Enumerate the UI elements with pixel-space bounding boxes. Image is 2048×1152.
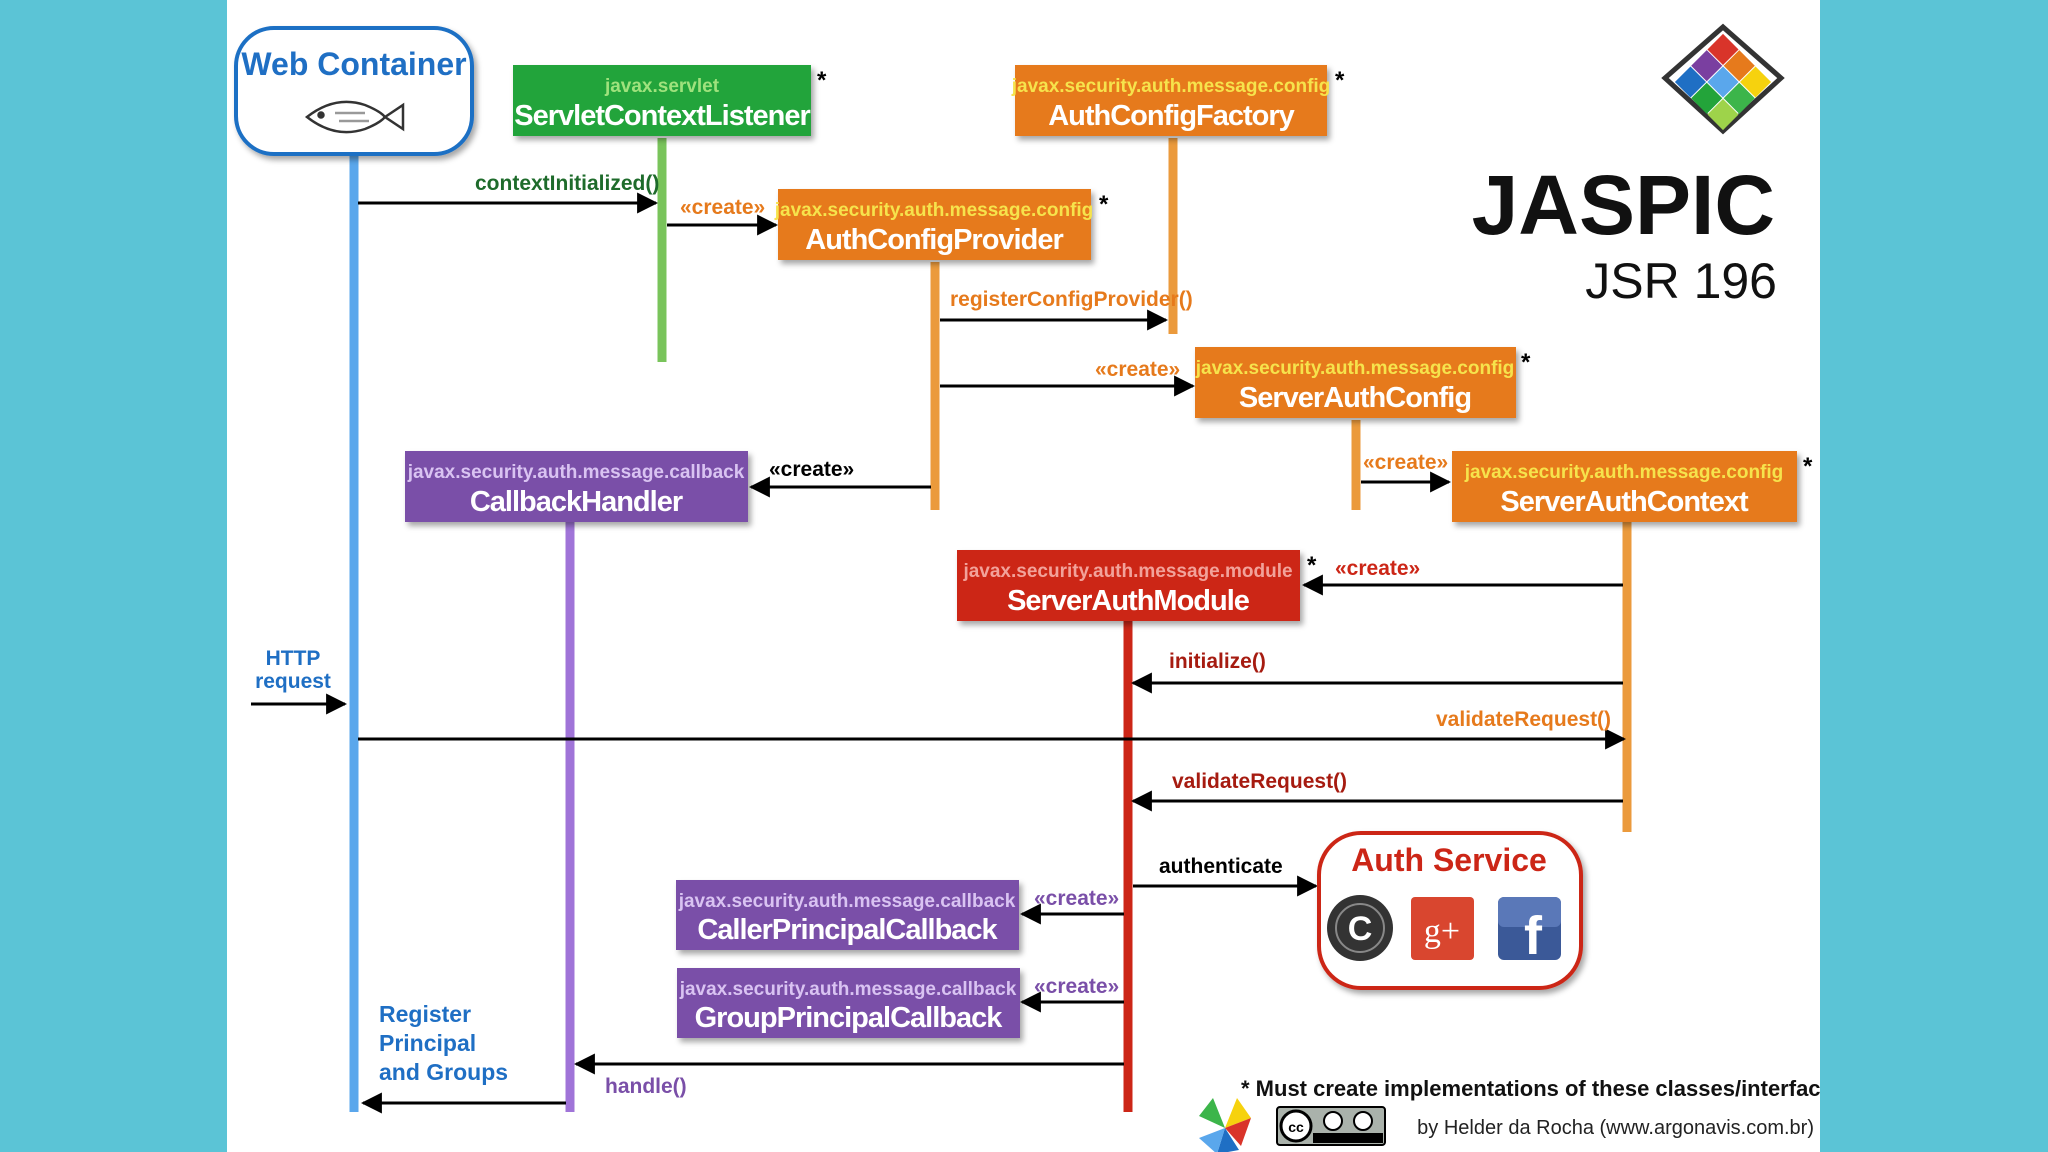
- box-group-principal-callback: javax.security.auth.message.callback Gro…: [677, 968, 1020, 1038]
- label-create-server-auth-module: «create»: [1335, 557, 1420, 580]
- pkg-auth-config-factory: javax.security.auth.message.config: [1011, 76, 1331, 97]
- name-caller-principal-callback: CallerPrincipalCallback: [697, 914, 998, 946]
- label-context-initialized: contextInitialized(): [475, 172, 659, 195]
- auth-service-title: Auth Service: [1351, 842, 1547, 878]
- box-server-auth-config: javax.security.auth.message.config Serve…: [1195, 347, 1531, 418]
- label-register-line2: Principal: [379, 1030, 476, 1056]
- mark-server-auth-module: *: [1307, 552, 1317, 579]
- box-caller-principal-callback: javax.security.auth.message.callback Cal…: [676, 880, 1019, 950]
- web-container-label: Web Container: [241, 46, 466, 82]
- label-create-server-auth-config: «create»: [1095, 358, 1180, 381]
- box-callback-handler: javax.security.auth.message.callback Cal…: [405, 451, 748, 522]
- mark-server-auth-context: *: [1803, 453, 1813, 480]
- pkg-server-auth-module: javax.security.auth.message.module: [962, 561, 1292, 582]
- mark-auth-config-provider: *: [1099, 191, 1109, 218]
- openid-icon: C: [1327, 895, 1393, 961]
- label-create-provider: «create»: [680, 196, 765, 219]
- label-http-request-line1: HTTP: [266, 647, 321, 670]
- jaspic-cube-logo: [1661, 23, 1785, 135]
- name-auth-config-factory: AuthConfigFactory: [1048, 100, 1294, 132]
- label-create-callback-handler: «create»: [769, 458, 854, 481]
- name-server-auth-context: ServerAuthContext: [1500, 486, 1749, 518]
- cc-by-sa-icon: cc: [1276, 1106, 1386, 1146]
- mark-auth-config-factory: *: [1335, 67, 1345, 94]
- pkg-caller-principal-callback: javax.security.auth.message.callback: [678, 891, 1016, 912]
- name-group-principal-callback: GroupPrincipalCallback: [695, 1002, 1004, 1034]
- svg-text:f: f: [1524, 906, 1543, 966]
- name-servlet-context-listener: ServletContextListener: [514, 100, 810, 132]
- label-http-request-line2: request: [255, 670, 331, 693]
- box-auth-config-provider: javax.security.auth.message.config AuthC…: [774, 189, 1109, 260]
- name-server-auth-module: ServerAuthModule: [1007, 585, 1250, 617]
- web-container-box: Web Container: [234, 26, 474, 156]
- facebook-icon: f: [1498, 897, 1561, 966]
- mark-servlet-context-listener: *: [817, 67, 827, 94]
- label-handle: handle(): [605, 1075, 687, 1098]
- box-server-auth-context: javax.security.auth.message.config Serve…: [1452, 451, 1813, 522]
- label-register-line3: and Groups: [379, 1059, 508, 1085]
- google-plus-icon: g+: [1411, 897, 1474, 960]
- lifelines: [349, 138, 1632, 1112]
- auth-service-box: Auth Service C g+ f: [1317, 831, 1583, 990]
- pkg-server-auth-context: javax.security.auth.message.config: [1464, 462, 1784, 483]
- title-main: JASPIC: [1472, 158, 1775, 252]
- name-auth-config-provider: AuthConfigProvider: [805, 224, 1063, 256]
- name-server-auth-config: ServerAuthConfig: [1239, 382, 1471, 414]
- label-create-group-principal: «create»: [1034, 975, 1119, 998]
- svg-text:g+: g+: [1424, 913, 1460, 950]
- svg-text:C: C: [1348, 910, 1373, 948]
- svg-text:cc: cc: [1288, 1119, 1304, 1135]
- label-create-server-auth-context: «create»: [1363, 451, 1448, 474]
- label-authenticate: authenticate: [1159, 855, 1283, 878]
- label-initialize: initialize(): [1169, 650, 1266, 673]
- box-server-auth-module: javax.security.auth.message.module Serve…: [957, 550, 1317, 621]
- label-register-line1: Register: [379, 1001, 471, 1027]
- glassfish-icon: [304, 100, 405, 134]
- label-validate-request-1: validateRequest(): [1436, 708, 1611, 731]
- message-arrows: [251, 192, 1627, 1114]
- name-callback-handler: CallbackHandler: [470, 486, 683, 518]
- pkg-callback-handler: javax.security.auth.message.callback: [407, 462, 745, 483]
- box-auth-config-factory: javax.security.auth.message.config AuthC…: [1011, 65, 1345, 136]
- mark-server-auth-config: *: [1521, 349, 1531, 376]
- pkg-auth-config-provider: javax.security.auth.message.config: [774, 200, 1094, 221]
- title-sub: JSR 196: [1585, 253, 1777, 309]
- label-create-caller-principal: «create»: [1034, 887, 1119, 910]
- slide: contextInitialized() «create» registerCo…: [227, 0, 1820, 1152]
- footer-credit: by Helder da Rocha (www.argonavis.com.br…: [1417, 1117, 1814, 1139]
- label-validate-request-2: validateRequest(): [1172, 770, 1347, 793]
- argonavis-logo-icon: [1199, 1098, 1251, 1152]
- sequence-diagram: contextInitialized() «create» registerCo…: [234, 23, 1820, 1152]
- pkg-server-auth-config: javax.security.auth.message.config: [1195, 358, 1515, 379]
- footer-note: * Must create implementations of these c…: [1241, 1076, 1820, 1101]
- pkg-servlet-context-listener: javax.servlet: [604, 76, 720, 97]
- label-register-config-provider: registerConfigProvider(): [950, 288, 1193, 311]
- box-servlet-context-listener: javax.servlet ServletContextListener *: [513, 65, 827, 136]
- pkg-group-principal-callback: javax.security.auth.message.callback: [679, 979, 1017, 1000]
- message-labels: contextInitialized() «create» registerCo…: [255, 172, 1611, 1098]
